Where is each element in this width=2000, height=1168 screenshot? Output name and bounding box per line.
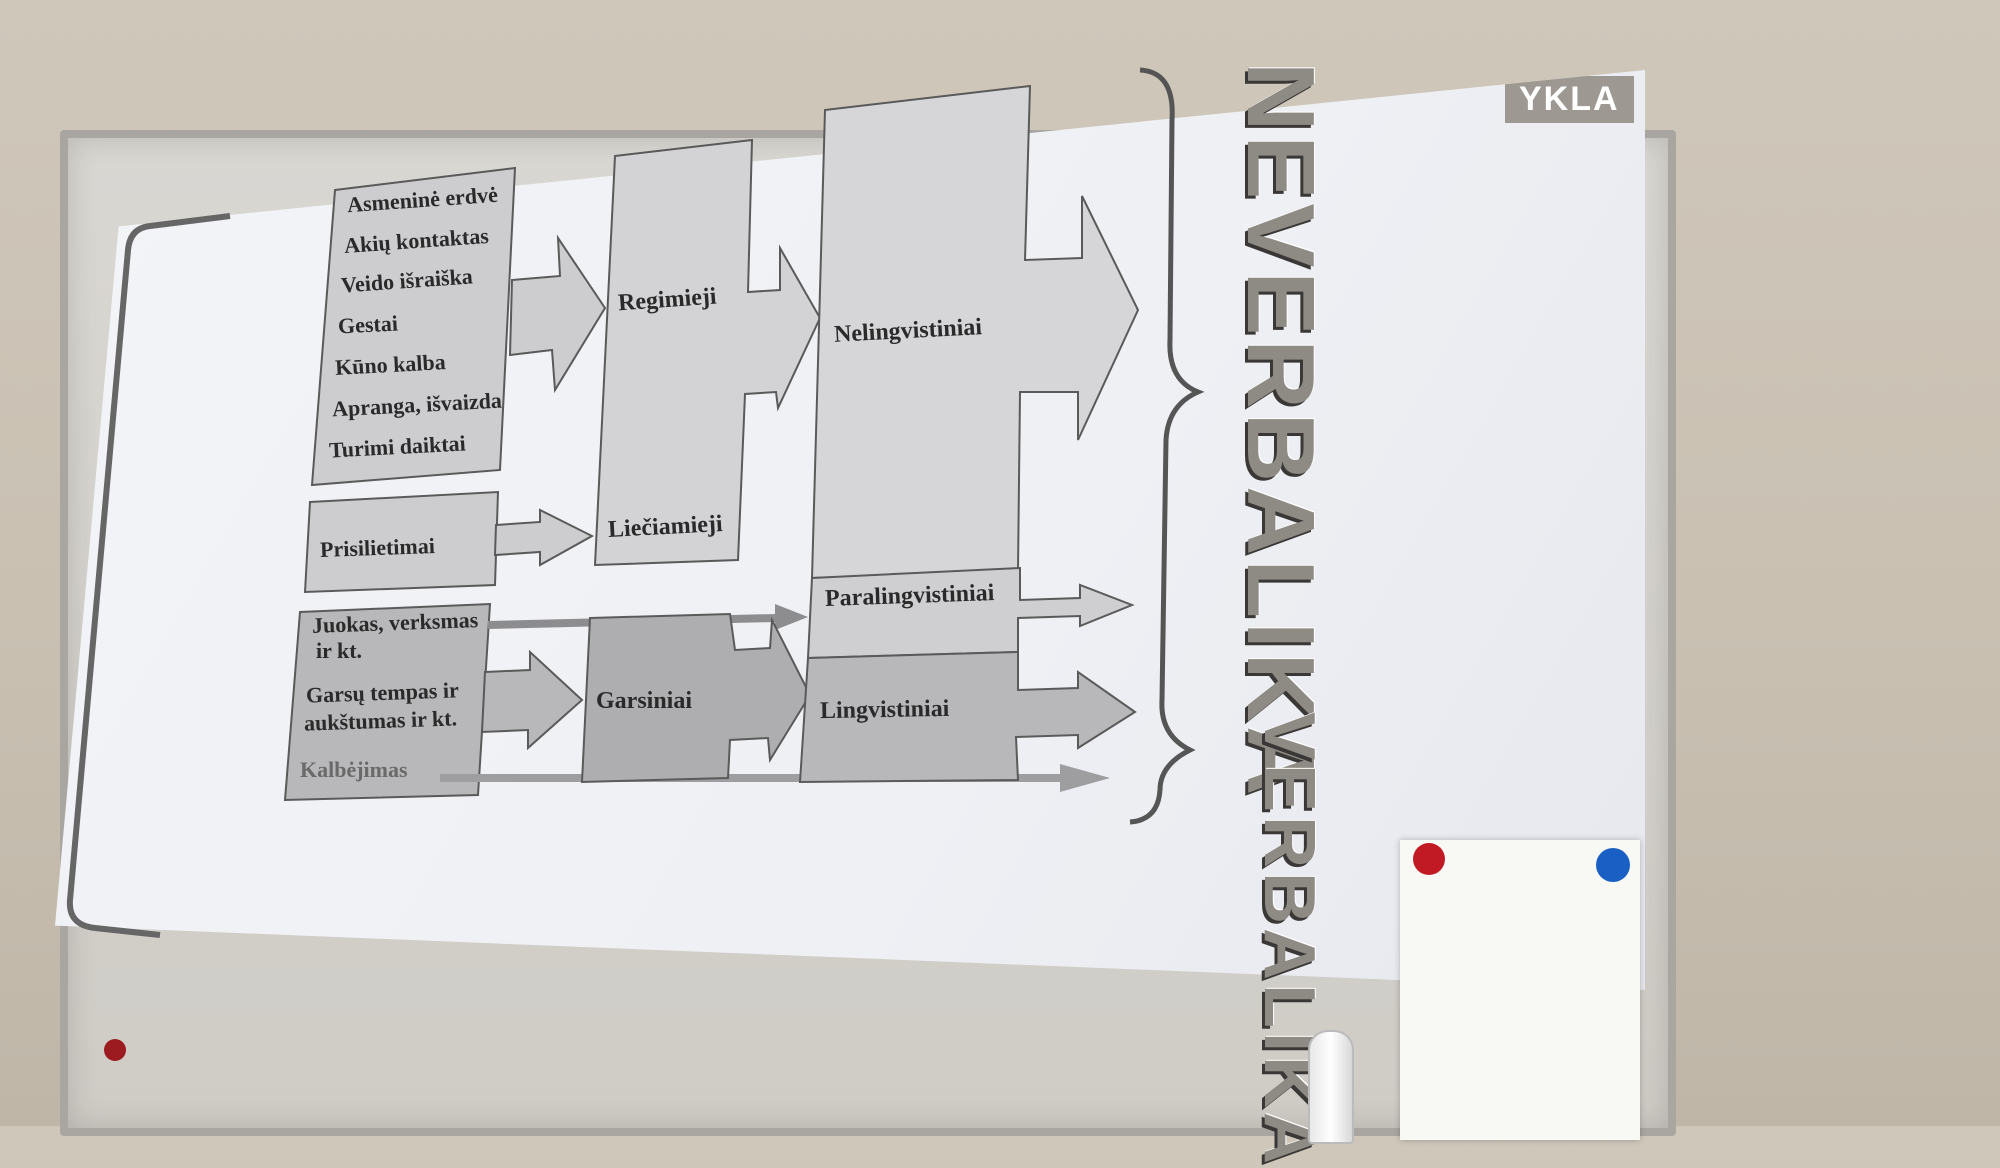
curly-brace [1129,67,1205,825]
linguistic-label: Lingvistiniai [819,695,950,725]
brand-label: YKLA [1505,76,1634,123]
blue-magnet [1596,848,1630,882]
red-magnet [1413,843,1445,875]
tempo-label-1: Garsų tempas ir [305,677,460,708]
linguistic-box [798,650,1137,784]
posted-paper-sheet [1400,840,1640,1140]
visual-column [593,138,822,567]
touch-label: Prisilietimai [319,533,436,562]
left-bracket [66,213,231,938]
arrow-tempo [480,649,584,751]
left-box [310,166,517,487]
arrow-laugh-head [775,604,808,630]
arrow-left-to-visual [508,234,607,394]
auditory-label: Garsiniai [596,688,693,714]
touch-box [303,490,500,594]
item-gestures: Gestai [337,310,399,339]
arrow-touch [493,508,595,567]
speech-label: Kalbėjimas [300,757,408,782]
laugh-label-2: ir kt. [316,638,363,663]
tempo-label-2: aukštumas ir kt. [303,705,458,736]
diagram-shapes [66,67,1205,1061]
sound-box [283,602,492,802]
whiteboard-marker [1308,1030,1354,1144]
nonverbal-heading: NEVERBALIKA [1227,62,1334,800]
auditory-block [580,612,812,784]
arrow-speech-head [1060,764,1110,792]
